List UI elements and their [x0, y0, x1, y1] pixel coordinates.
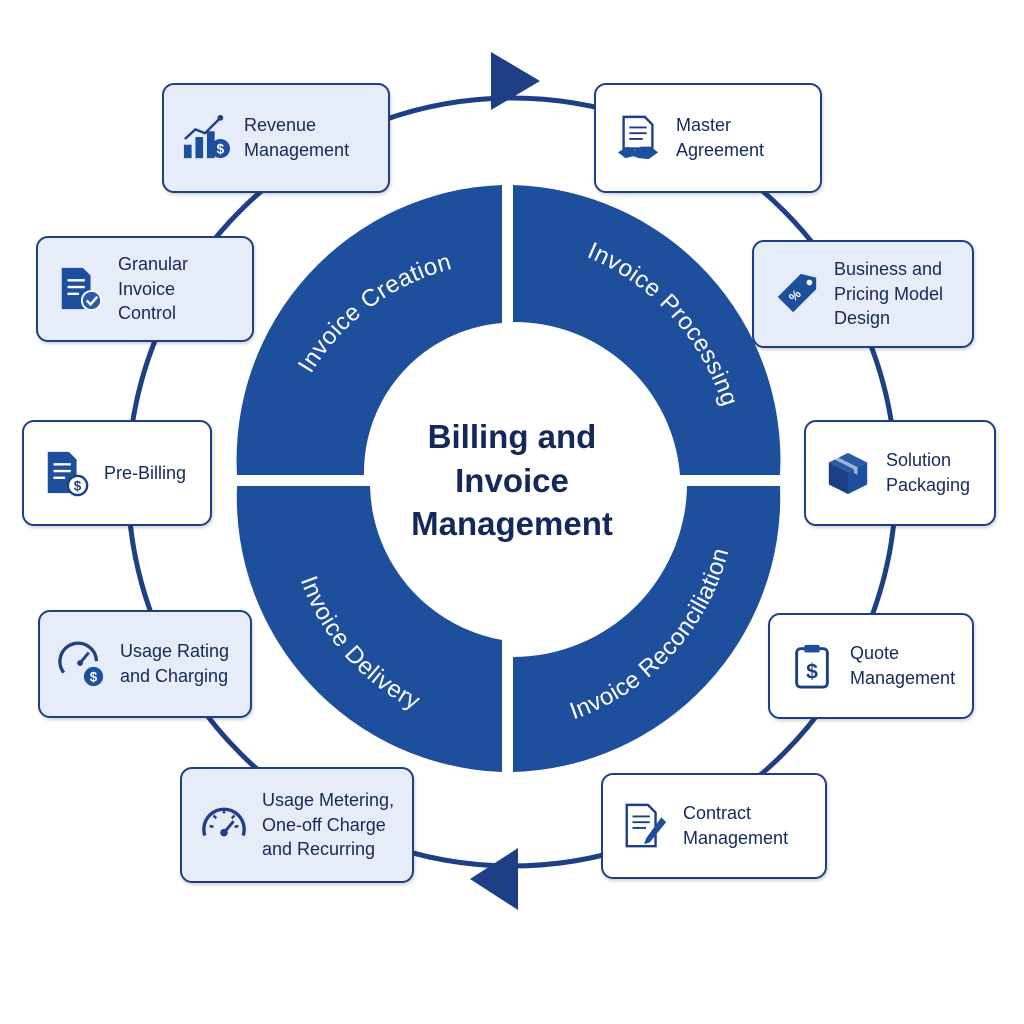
price-tag-icon: %: [772, 270, 820, 318]
box-usage-rating-charging: $ Usage Rating and Charging: [38, 610, 252, 718]
svg-text:$: $: [806, 660, 818, 683]
cycle-arrow-top: [491, 52, 540, 110]
svg-text:$: $: [90, 669, 98, 684]
box-business-pricing-model-design: % Business and Pricing Model Design: [752, 240, 974, 348]
box-label: Master Agreement: [676, 115, 765, 160]
document-check-icon: [56, 265, 104, 313]
box-quote-management: $ Quote Management: [768, 613, 974, 719]
box-label: Quote Management: [850, 643, 956, 688]
package-icon: [824, 449, 872, 497]
box-usage-metering: Usage Metering, One-off Charge and Recur…: [180, 767, 414, 883]
document-handshake-icon: [614, 114, 662, 162]
box-pre-billing: $ Pre-Billing: [22, 420, 212, 526]
document-dollar-icon: $: [42, 449, 90, 497]
box-label: Revenue Management: [244, 115, 350, 160]
box-label: Usage Rating and Charging: [120, 641, 230, 686]
clipboard-dollar-icon: $: [788, 642, 836, 690]
box-granular-invoice-control: Granular Invoice Control: [36, 236, 254, 342]
segment-invoice-creation: Invoice Creation: [236, 185, 503, 475]
box-label: Solution Packaging: [886, 450, 971, 495]
segment-invoice-delivery: Invoice Delivery: [236, 486, 503, 772]
chart-dollar-icon: $: [182, 114, 230, 162]
speedometer-icon: [200, 801, 248, 849]
svg-text:$: $: [217, 141, 225, 156]
box-master-agreement: Master Agreement: [594, 83, 822, 193]
cycle-arrow-bottom: [470, 848, 518, 910]
box-contract-management: Contract Management: [601, 773, 827, 879]
center-title: Billing and Invoice Management: [411, 418, 613, 543]
gauge-dollar-icon: $: [58, 640, 106, 688]
box-label: Usage Metering, One-off Charge and Recur…: [262, 789, 395, 860]
box-solution-packaging: Solution Packaging: [804, 420, 996, 526]
document-pen-icon: [621, 802, 669, 850]
svg-text:$: $: [74, 478, 82, 493]
box-label: Pre-Billing: [104, 462, 187, 483]
box-revenue-management: $ Revenue Management: [162, 83, 390, 193]
box-label: Granular Invoice Control: [118, 253, 189, 324]
box-label: Business and Pricing Model Design: [834, 258, 944, 329]
box-label: Contract Management: [683, 803, 789, 848]
